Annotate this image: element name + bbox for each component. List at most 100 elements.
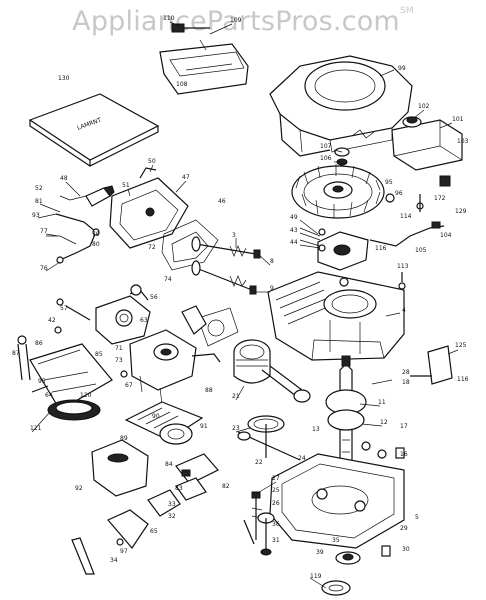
misc-hardware: [31, 193, 453, 459]
muffler: [391, 116, 463, 187]
callout-c105: 105: [415, 247, 427, 254]
callout-c30: 30: [402, 546, 410, 553]
air-cleaner-cover: [159, 23, 249, 95]
callout-c65: 65: [150, 528, 158, 535]
callout-c86: 86: [35, 340, 43, 347]
callout-c29: 29: [400, 525, 408, 532]
callout-c21: 21: [232, 393, 240, 400]
watermark: AppliancePartsPros.comSM: [0, 6, 486, 37]
callout-c13: 13: [312, 426, 320, 433]
callout-c101: 101: [452, 116, 464, 123]
callout-c71: 71: [115, 345, 123, 352]
callout-c8: 8: [270, 258, 274, 265]
callout-c31: 31: [272, 537, 280, 544]
callout-c36: 36: [272, 521, 280, 528]
intake-gasket-set: [181, 305, 239, 347]
callout-c3: 3: [232, 232, 236, 239]
governor-plate: [124, 401, 204, 445]
callout-c77: 77: [40, 228, 48, 235]
callout-c5: 5: [415, 514, 419, 521]
spark-plug: [59, 185, 115, 207]
callout-c42: 42: [48, 317, 56, 324]
callout-c18: 18: [402, 379, 410, 386]
oil-fill-tube: [17, 335, 31, 381]
callout-c72: 72: [148, 244, 156, 251]
governor-linkage: [46, 213, 100, 264]
callout-c67: 67: [125, 382, 133, 389]
callout-c76: 76: [40, 265, 48, 272]
callout-c87: 87: [12, 350, 20, 357]
callout-c50: 50: [148, 158, 156, 165]
oil-seal: [321, 545, 391, 596]
callout-c99: 99: [398, 65, 406, 72]
callout-c113: 113: [397, 263, 409, 270]
sump-bolts: [243, 491, 263, 545]
callout-c43: 43: [290, 227, 298, 234]
carburetor: [120, 329, 221, 405]
callout-c95: 95: [385, 179, 393, 186]
ignition-armature: [299, 227, 369, 271]
callout-c17: 17: [400, 423, 408, 430]
callout-c74: 74: [164, 276, 172, 283]
oil-pump: [257, 512, 275, 556]
callout-c24: 24: [298, 455, 306, 462]
callout-c80: 80: [92, 241, 100, 248]
callout-c95b: 95: [38, 378, 46, 385]
callout-c63: 63: [140, 317, 148, 324]
cylinder-gasket: [161, 219, 219, 271]
piston: [233, 339, 271, 384]
air-filter-cartridge: LAMRNT: [28, 93, 160, 167]
camshaft-gear: [237, 415, 301, 461]
callout-c125: 125: [455, 342, 467, 349]
governor-small-parts: [147, 453, 219, 517]
mounting-bracket: [71, 509, 149, 575]
crankshaft: [325, 355, 367, 471]
callout-c81: 81: [35, 198, 43, 205]
callout-c57: 57: [60, 305, 68, 312]
callout-c52: 52: [35, 185, 43, 192]
breather-cover: [109, 167, 189, 249]
callout-c84: 84: [165, 461, 173, 468]
callout-c110: 110: [163, 15, 175, 22]
callout-c32: 32: [168, 513, 176, 520]
callout-c85: 85: [95, 351, 103, 358]
callout-c4: 4: [402, 307, 406, 314]
callout-c47: 47: [182, 174, 190, 181]
callout-c64: 64: [45, 392, 53, 399]
callout-c107: 107: [320, 143, 332, 150]
callout-c93: 93: [32, 212, 40, 219]
callout-c97: 97: [120, 548, 128, 555]
callout-c114: 114: [400, 213, 412, 220]
watermark-text: AppliancePartsPros.com: [72, 6, 400, 37]
flywheel: [291, 147, 385, 219]
fuel-pump: [95, 284, 151, 345]
callout-c88: 88: [205, 387, 213, 394]
callout-c11: 11: [378, 399, 386, 406]
leader-lines: [31, 21, 459, 589]
callout-c172: 172: [434, 195, 446, 202]
callout-c39: 39: [316, 549, 324, 556]
cylinder-block: [267, 271, 405, 361]
callout-c48: 48: [60, 175, 68, 182]
callout-c130: 130: [58, 75, 70, 82]
callout-c82: 82: [222, 483, 230, 490]
starter-assembly: [29, 343, 113, 421]
callout-c27: 27: [272, 475, 280, 482]
callout-c116b: 116: [457, 376, 469, 383]
callout-c34: 34: [110, 557, 118, 564]
callout-c9: 9: [270, 285, 274, 292]
callout-c104: 104: [440, 232, 452, 239]
callout-c103: 103: [457, 138, 469, 145]
engine-sump: [269, 453, 405, 549]
callout-c56: 56: [150, 294, 158, 301]
callout-c108: 108: [176, 81, 188, 88]
valves-springs: [191, 236, 261, 295]
callout-c35: 35: [332, 537, 340, 544]
connecting-rod: [261, 365, 311, 403]
callout-c116: 116: [375, 245, 387, 252]
callout-c33: 33: [168, 501, 176, 508]
watermark-service-mark: SM: [399, 6, 414, 16]
callout-c109: 109: [230, 17, 242, 24]
